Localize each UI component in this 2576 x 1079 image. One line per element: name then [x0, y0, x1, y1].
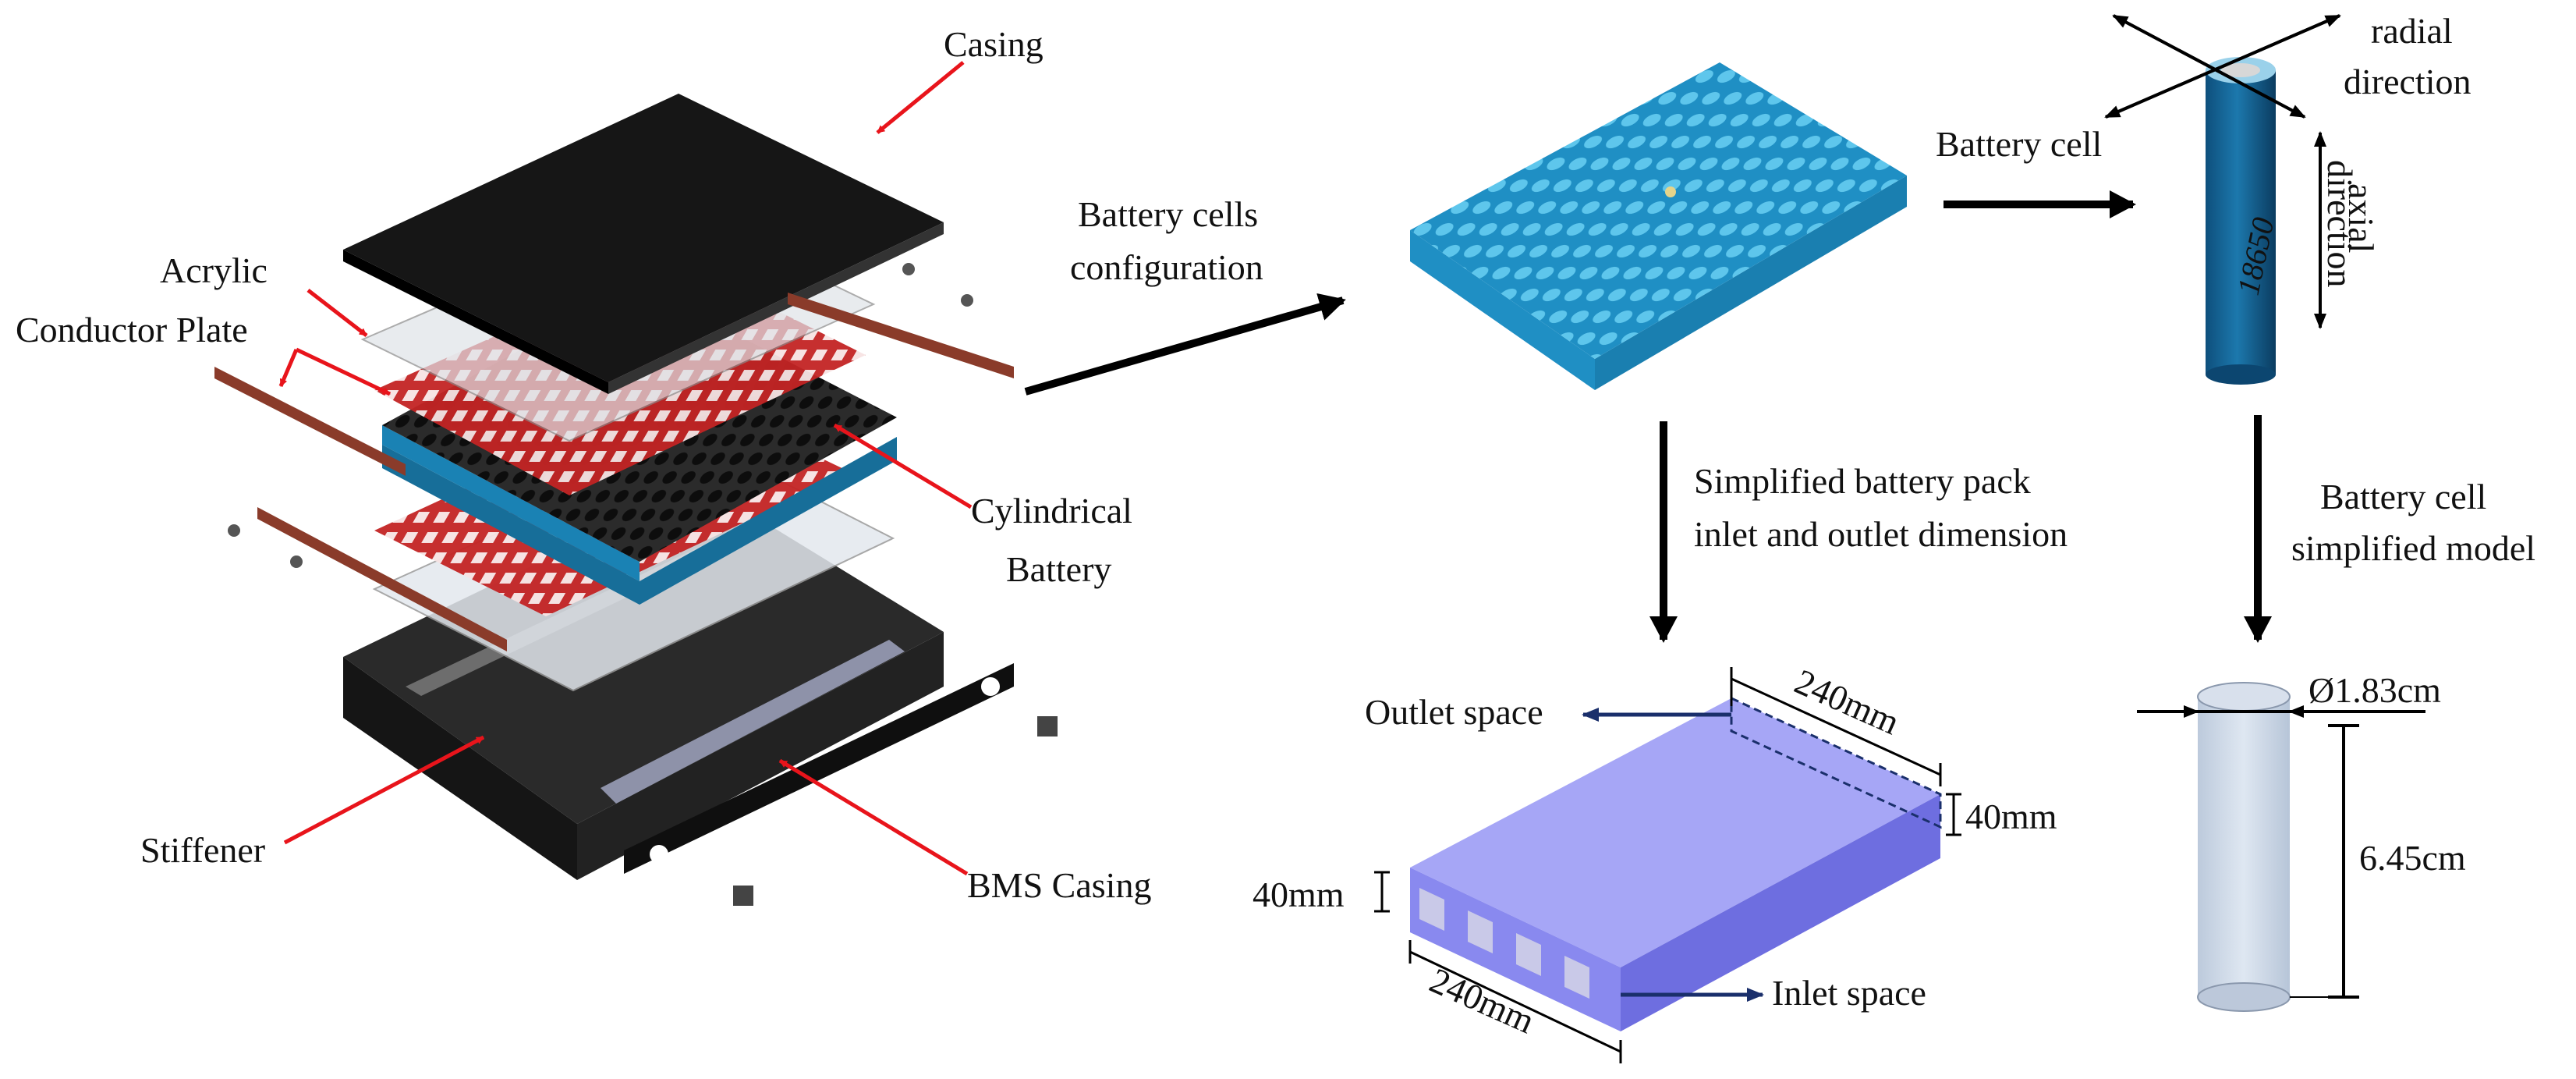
bottom-box-right	[577, 632, 944, 880]
copper-bar-right	[788, 293, 1014, 378]
label-battery: Battery	[1006, 549, 1111, 589]
arrow-to-cells-config	[1024, 293, 1346, 396]
copper-bar-lower	[257, 507, 507, 651]
cells-block-top	[1410, 62, 1907, 359]
label-conductor-plate: Conductor Plate	[16, 310, 248, 350]
label-casing: Casing	[944, 24, 1044, 64]
battery-block-side	[382, 437, 897, 605]
casing-lid-edge	[343, 250, 608, 394]
cell-bottom	[2206, 364, 2276, 385]
label-cell-model-2: simplified model	[2291, 528, 2535, 568]
label-radial: radial	[2371, 11, 2453, 51]
center-cell-marker	[1665, 186, 1676, 197]
battery-cell-illustration: 18650	[2104, 14, 2341, 385]
label-simplified-pack-2: inlet and outlet dimension	[1694, 514, 2068, 554]
label-battery-cell: Battery cell	[1936, 124, 2102, 164]
battery-block-front	[382, 425, 640, 581]
radial-arrow-1b	[2112, 14, 2305, 119]
inlet-square-2	[1468, 910, 1493, 953]
label-simplified-pack-1: Simplified battery pack	[1694, 461, 2031, 501]
label-stiffener: Stiffener	[140, 830, 265, 870]
label-acrylic: Acrylic	[160, 250, 268, 290]
front-panel	[624, 663, 1014, 874]
conductor-callout-arrow-1	[295, 347, 392, 396]
label-dim-left-height: 40mm	[1253, 875, 1345, 914]
simplified-pack-illustration	[1374, 667, 1961, 1063]
acrylic-callout-arrow	[306, 289, 368, 337]
model-cell-bottom	[2197, 982, 2291, 1012]
label-axial: axial	[2341, 183, 2381, 253]
cells-block-right	[1595, 176, 1907, 390]
bms-callout-arrow	[778, 758, 969, 876]
pack-right-face	[1621, 794, 1940, 1031]
dim-bottom-length-line	[1409, 950, 1621, 1053]
simplified-cell-model	[2137, 682, 2425, 1012]
exploded-pack-illustration	[214, 94, 1058, 906]
cells-block-front	[1410, 230, 1595, 390]
outlet-region	[1730, 696, 1942, 829]
inlet-square-1	[1419, 888, 1444, 931]
label-cylindrical: Cylindrical	[971, 491, 1132, 531]
callout-arrows	[278, 61, 973, 876]
label-cells-config-2: configuration	[1070, 247, 1263, 287]
label-outlet-space: Outlet space	[1365, 692, 1543, 732]
label-cells-config-1: Battery cells	[1078, 194, 1258, 234]
label-cell-model-1: Battery cell	[2320, 477, 2486, 516]
cells-configuration-block	[1410, 62, 1907, 390]
model-cell-top	[2197, 682, 2291, 712]
casing-lid-side	[608, 222, 944, 394]
copper-bar-left	[214, 367, 406, 476]
label-diameter: Ø1.83cm	[2308, 670, 2441, 710]
label-dim-top-length: 240mm	[1789, 662, 1905, 743]
casing-lid-top	[343, 94, 944, 382]
label-height: 6.45cm	[2359, 838, 2466, 878]
label-inlet-space: Inlet space	[1772, 973, 1926, 1013]
cylindrical-callout-arrow	[833, 423, 973, 509]
bms-casing-shape	[601, 640, 905, 804]
conductor-callout-arrow-2	[278, 349, 299, 387]
label-axial-direction: direction	[2320, 160, 2360, 288]
stiffener-callout-arrow	[283, 735, 485, 845]
casing-callout-arrow	[876, 61, 965, 134]
cell-body	[2206, 70, 2276, 374]
label-bms-casing: BMS Casing	[967, 865, 1151, 905]
model-cell-body	[2198, 697, 2290, 997]
cell-top-cap	[2221, 63, 2260, 77]
dim-top-length-line	[1731, 677, 1941, 776]
label-radial-direction: direction	[2344, 62, 2471, 101]
radial-arrow-2b	[2104, 14, 2340, 119]
pack-top-face	[1410, 698, 1940, 967]
inlet-square-3	[1516, 933, 1541, 976]
bottom-box-front	[343, 657, 577, 880]
inlet-square-4	[1564, 956, 1589, 999]
label-dim-right-height: 40mm	[1965, 797, 2057, 836]
pack-front-face	[1410, 868, 1621, 1031]
